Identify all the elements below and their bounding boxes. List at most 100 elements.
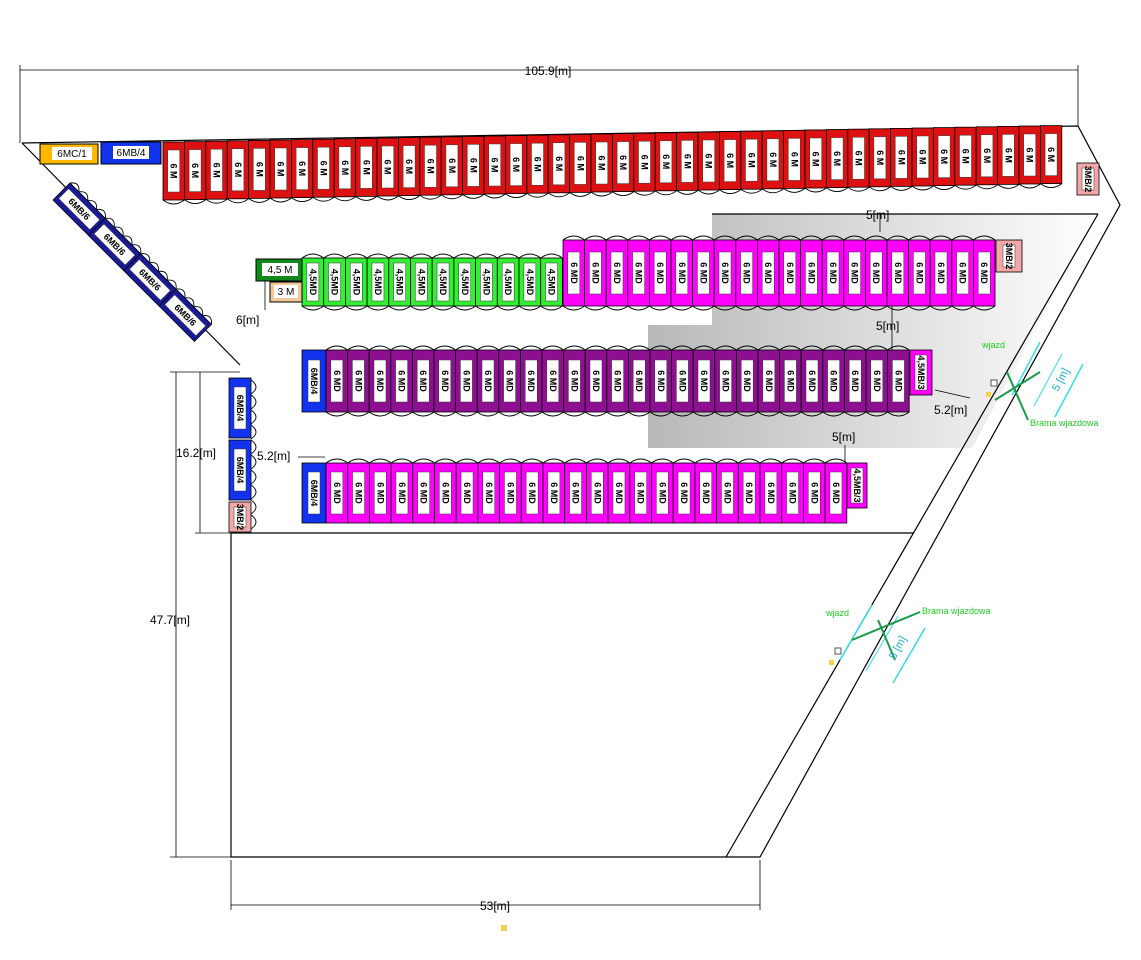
purple-unit: 6 MD bbox=[520, 349, 543, 413]
magenta-unit: 6 MD bbox=[800, 239, 823, 307]
bottom-magenta-unit-label: 6 MD bbox=[614, 482, 624, 504]
green-unit-label: 4,5MD bbox=[547, 269, 557, 296]
red-unit-label: 6 M bbox=[982, 148, 992, 163]
bottom-magenta-unit-label: 6 MD bbox=[419, 482, 429, 504]
red-unit: 6 M bbox=[376, 137, 399, 197]
red-unit: 6 M bbox=[847, 128, 870, 188]
purple-unit-label: 6 MD bbox=[526, 370, 536, 392]
red-unit-label: 6 M bbox=[169, 163, 179, 178]
bottom-magenta-unit: 6 MD bbox=[564, 462, 587, 524]
red-unit-label: 6 M bbox=[811, 151, 821, 166]
magenta-unit-label: 6 MD bbox=[720, 262, 730, 284]
red-unit-label: 6 M bbox=[340, 160, 350, 175]
purple-unit: 6 MD bbox=[865, 349, 889, 413]
red-unit-label: 6 M bbox=[319, 161, 329, 176]
magenta-unit-label: 6 MD bbox=[828, 262, 838, 284]
red-unit: 6 M bbox=[740, 130, 763, 190]
navy-diagonal-unit: 6MB/6 bbox=[158, 288, 212, 342]
purple-unit: 6 MD bbox=[498, 349, 521, 413]
bottom-magenta-unit-label: 6 MD bbox=[744, 482, 754, 504]
bottom-magenta-unit: 6 MD bbox=[824, 462, 848, 524]
purple-unit: 6 MD bbox=[455, 349, 478, 413]
magenta-unit-label: 6 MD bbox=[634, 262, 644, 284]
magenta-unit-label: 6 MD bbox=[569, 262, 579, 284]
bottom-magenta-unit: 6 MD bbox=[781, 462, 804, 524]
purple-unit: 6 MD bbox=[476, 349, 500, 413]
purple-unit-label: 6 MD bbox=[397, 370, 407, 392]
magenta-unit-label: 6 MD bbox=[936, 262, 946, 284]
purple-unit: 6 MD bbox=[779, 349, 802, 413]
purple-row-start-unit-label: 6MB/4 bbox=[309, 368, 319, 395]
red-unit: 6 M bbox=[569, 133, 592, 193]
bottom-magenta-unit-label: 6 MD bbox=[462, 482, 472, 504]
bottom-magenta-unit: 6 MD bbox=[520, 462, 544, 524]
purple-unit: 6 MD bbox=[368, 349, 392, 413]
purple-unit-label: 6 MD bbox=[483, 370, 493, 392]
magenta-unit-label: 6 MD bbox=[763, 262, 773, 284]
magenta-unit-label: 6 MD bbox=[979, 262, 989, 284]
red-unit: 6 M bbox=[933, 127, 956, 186]
small-unit-green-label: 4,5 M bbox=[267, 265, 292, 276]
red-unit: 6 M bbox=[333, 138, 357, 198]
magenta-unit: 6 MD bbox=[908, 239, 931, 307]
red-unit-label: 6 M bbox=[640, 155, 650, 170]
bottom-magenta-unit: 6 MD bbox=[412, 462, 435, 524]
red-unit-label: 6 M bbox=[276, 161, 286, 176]
red-unit-label: 6 M bbox=[490, 157, 500, 172]
left-column-mid-unit: 6MB/4 bbox=[228, 439, 252, 501]
red-unit: 6 M bbox=[826, 129, 849, 189]
purple-unit-label: 6 MD bbox=[785, 370, 795, 392]
red-unit: 6 M bbox=[183, 141, 207, 201]
green-unit-label: 4,5MD bbox=[525, 269, 535, 296]
bottom-magenta-unit-label: 6 MD bbox=[701, 482, 711, 504]
red-unit-label: 6 M bbox=[789, 152, 799, 167]
red-unit-label: 6 M bbox=[383, 159, 393, 174]
purple-unit-label: 6 MD bbox=[764, 370, 774, 392]
magenta-unit: 6 MD bbox=[670, 239, 694, 307]
red-unit: 6 M bbox=[783, 129, 806, 189]
red-unit-label: 6 M bbox=[511, 157, 521, 172]
purple-unit: 6 MD bbox=[628, 349, 651, 413]
small-unit-green: 4,5 M bbox=[255, 258, 303, 282]
green-unit-label: 4,5MD bbox=[308, 269, 318, 296]
corner-unit-yellow: 6MC/1 bbox=[39, 143, 99, 165]
bottom-magenta-unit: 6 MD bbox=[542, 462, 566, 524]
red-unit-label: 6 M bbox=[704, 153, 714, 168]
bottom-magenta-unit: 6 MD bbox=[390, 462, 414, 524]
green-unit: 4,5MD bbox=[475, 257, 498, 307]
bottom-row-start-unit-label: 6MB/4 bbox=[309, 480, 319, 507]
corner-unit-blue-label: 6MB/4 bbox=[117, 148, 146, 159]
red-unit: 6 M bbox=[397, 137, 421, 197]
magenta-unit: 6 MD bbox=[929, 239, 953, 307]
purple-unit: 6 MD bbox=[433, 349, 457, 413]
green-unit: 4,5MD bbox=[301, 257, 325, 307]
green-unit-label: 4,5MD bbox=[351, 269, 361, 296]
red-unit-label: 6 M bbox=[212, 163, 222, 178]
purple-unit-label: 6 MD bbox=[634, 370, 644, 392]
purple-unit-label: 6 MD bbox=[569, 370, 579, 392]
bottom-magenta-unit-label: 6 MD bbox=[722, 482, 732, 504]
purple-unit-label: 6 MD bbox=[375, 370, 385, 392]
purple-unit: 6 MD bbox=[844, 349, 867, 413]
purple-unit: 6 MD bbox=[714, 349, 737, 413]
red-unit: 6 M bbox=[954, 126, 977, 186]
green-unit-label: 4,5MD bbox=[481, 269, 491, 296]
bottom-row-start-unit: 6MB/4 bbox=[301, 462, 327, 524]
red-unit: 6 M bbox=[526, 134, 549, 194]
dimension-lines bbox=[19, 65, 1079, 910]
bottom-magenta-unit-label: 6 MD bbox=[809, 482, 819, 504]
green-unit: 4,5MD bbox=[496, 257, 520, 307]
bottom-magenta-unit: 6 MD bbox=[499, 462, 522, 524]
bottom-magenta-unit-label: 6 MD bbox=[332, 482, 342, 504]
dim-gap-52-a: 5.2[m] bbox=[934, 403, 967, 417]
marker-dot bbox=[501, 925, 507, 931]
purple-unit: 6 MD bbox=[541, 349, 565, 413]
bottom-magenta-unit: 6 MD bbox=[325, 462, 349, 524]
red-unit: 6 M bbox=[419, 136, 442, 196]
green-unit-label: 4,5MD bbox=[373, 269, 383, 296]
bottom-magenta-unit: 6 MD bbox=[455, 462, 479, 524]
small-unit-tan: 3 M bbox=[269, 281, 303, 303]
left-column-bottom-unit-label: 3MB/2 bbox=[235, 504, 245, 531]
magenta-unit-label: 6 MD bbox=[893, 262, 903, 284]
